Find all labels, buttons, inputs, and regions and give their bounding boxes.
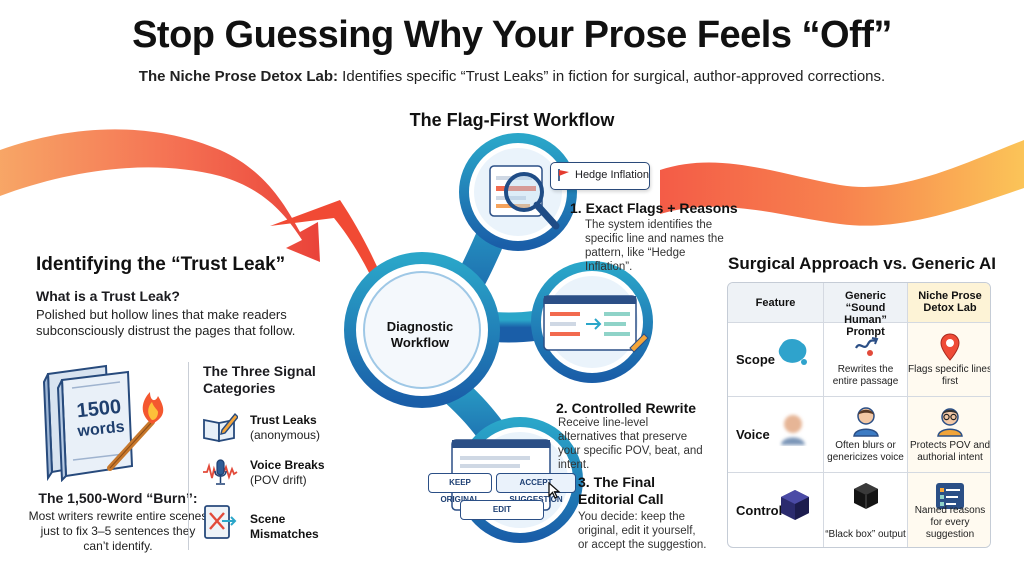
step-1-text: The system identifies the specific line …: [585, 219, 724, 273]
cursor-icon: [548, 482, 561, 499]
book-pencil-icon: [202, 410, 239, 444]
black-box-icon: [853, 483, 878, 509]
signal-voice-breaks: Voice Breaks(POV drift): [250, 458, 325, 488]
workflow-title: The Flag-First Workflow: [409, 110, 615, 130]
cell-voice-lab: Protects POV and authorial intent: [908, 397, 991, 473]
signal-trust-leaks: Trust Leaks(anonymous): [250, 413, 320, 443]
dark-cube-icon: [781, 490, 809, 520]
trust-leak-definition: Polished but hollow lines that make read…: [36, 307, 296, 338]
comparison-heading: Surgical Approach vs. Generic AI: [728, 254, 996, 273]
feature-label: Voice: [736, 427, 770, 442]
header-generic: Generic “Sound Human” Prompt: [824, 283, 908, 338]
comparison-table: Feature Generic “Sound Human” Prompt Nic…: [727, 282, 991, 548]
cell-text: “Black box” output: [825, 529, 906, 540]
blob-icon: [778, 339, 807, 365]
cell-text: Often blurs or genericizes voice: [827, 440, 904, 463]
signal-note: (anonymous): [250, 428, 321, 442]
signal-note: (POV drift): [250, 473, 307, 487]
header-lab: Niche Prose Detox Lab: [908, 283, 990, 323]
cell-control-generic: “Black box” output: [824, 473, 908, 547]
books-match-icon: [42, 364, 164, 483]
author-glasses-icon: [937, 408, 963, 437]
trust-leak-question: What is a Trust Leak?: [36, 288, 180, 304]
cell-voice-generic: Often blurs or genericizes voice: [824, 397, 908, 473]
checklist-panel-icon: [936, 483, 964, 509]
mismatch-icon: [202, 503, 238, 539]
cell-scope-generic: Rewrites the entire passage: [824, 323, 908, 397]
signal-scene-mismatches: Scene Mismatches: [250, 512, 330, 542]
cell-text: Named reasons for every suggestion: [914, 505, 986, 540]
microphone-icon: [202, 455, 238, 489]
signal-name: Scene Mismatches: [250, 512, 319, 541]
diagnostic-workflow-label: Diagnostic Workflow: [386, 319, 454, 350]
signal-name: Voice Breaks: [250, 458, 325, 472]
left-divider: [188, 362, 189, 550]
row-label-control: Control: [728, 473, 824, 547]
step-2-text: Receive line-level alternatives that pre…: [558, 417, 703, 471]
edit-button[interactable]: EDIT: [460, 500, 544, 520]
cell-text: Flags specific lines first: [908, 364, 991, 387]
header-feature: Feature: [728, 283, 824, 323]
step-2-title: 2. Controlled Rewrite: [556, 400, 697, 416]
signals-title: The Three Signal Categories: [203, 363, 316, 396]
subtitle-brand: The Niche Prose Detox Lab:: [138, 68, 339, 85]
step-3-title: 3. The Final Editorial Call: [578, 474, 664, 507]
blurred-face-icon: [781, 415, 805, 445]
row-label-voice: Voice: [728, 397, 824, 473]
burning-books-illustration: [40, 352, 180, 483]
flag-icon: [558, 169, 569, 181]
cell-text: Rewrites the entire passage: [832, 364, 899, 387]
burn-title: The 1,500-Word “Burn”:: [38, 490, 198, 506]
accept-suggestion-button[interactable]: ACCEPT SUGGESTION: [496, 473, 576, 504]
page-title: Stop Guessing Why Your Prose Feels “Off”: [132, 14, 892, 56]
hedge-inflation-tag: Hedge Inflation: [550, 162, 650, 190]
cell-control-lab: Named reasons for every suggestion: [908, 473, 990, 547]
page-subtitle: The Niche Prose Detox Lab: Identifies sp…: [0, 68, 1024, 85]
book-word: words: [76, 418, 126, 441]
subtitle-text: Identifies specific “Trust Leaks” in fic…: [338, 68, 886, 85]
burn-text: Most writers rewrite entire scenes just …: [28, 509, 208, 553]
feature-label: Scope: [736, 352, 776, 367]
cell-text: Protects POV and authorial intent: [909, 440, 991, 463]
row-label-scope: Scope: [728, 323, 824, 397]
step-1-title: 1. Exact Flags + Reasons: [570, 200, 738, 216]
wave-arrows-icon: [854, 337, 878, 356]
person-icon: [852, 407, 879, 437]
trust-leak-heading: Identifying the “Trust Leak”: [36, 254, 286, 275]
location-pin-icon: [940, 333, 960, 361]
signal-name: Trust Leaks: [250, 413, 317, 427]
cell-scope-lab: Flags specific lines first: [908, 323, 991, 397]
step-3-text: You decide: keep the original, edit it y…: [578, 511, 707, 551]
feature-label: Control: [736, 503, 783, 518]
keep-original-button[interactable]: KEEP ORIGINAL: [428, 473, 492, 504]
